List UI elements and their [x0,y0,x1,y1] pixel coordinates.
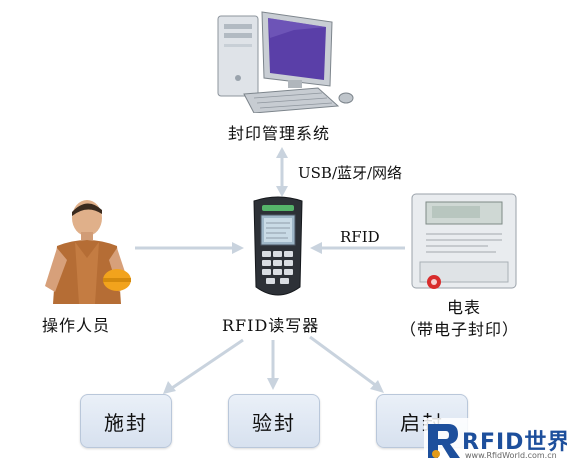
operator-label: 操作人员 [42,316,111,335]
action-verify-seal: 验封 [228,394,320,448]
meter-reader-arrow [310,242,405,254]
rfid-link-label: RFID [340,228,380,246]
rfidworld-logo [424,418,562,462]
management-system-label: 封印管理系统 [228,124,331,143]
operator-icon [45,200,131,304]
electric-meter-icon [411,193,517,289]
rfid-reader-icon [253,196,303,296]
link-channel-label: USB/蓝牙/网络 [298,164,403,182]
logo-subtext: www.RfidWorld.com.cn [465,451,557,460]
logo-text: RFID世界网 [462,430,567,455]
reader-label: RFID读写器 [222,316,320,335]
reader-action-arrows [163,335,384,394]
system-reader-arrow [276,147,288,197]
computer-icon [217,11,354,113]
meter-label: 电表 [447,298,482,317]
operator-reader-arrow [135,242,244,254]
meter-sublabel: （带电子封印） [400,320,520,339]
action-apply-seal: 施封 [80,394,172,448]
